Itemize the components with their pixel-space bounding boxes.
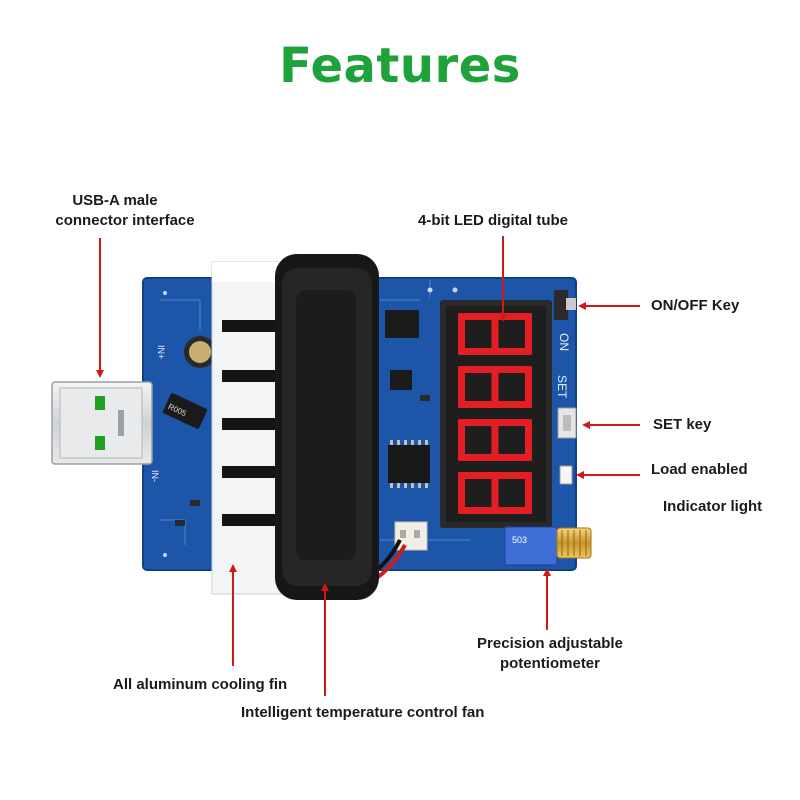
label-usb-line1: USB-A male	[72, 192, 158, 209]
usb-a-connector	[51, 381, 153, 465]
label-pot-line2: potentiometer	[499, 655, 600, 672]
set-button[interactable]	[557, 407, 577, 439]
led-digit-1-segment	[458, 313, 465, 334]
page-title: Features	[279, 38, 521, 94]
led-digital-tube	[430, 295, 558, 533]
led-digit-2-segment	[491, 366, 499, 408]
led-digit-3-segment	[525, 440, 532, 461]
label-led-tube: 4-bit LED digital tube	[418, 212, 568, 229]
label-pot-line1: Precision adjustable	[477, 635, 623, 652]
label-set-key: SET key	[653, 416, 712, 433]
label-cooling-fin: All aluminum cooling fin	[113, 676, 288, 693]
led-digit-1-segment	[491, 313, 499, 355]
callout-arrows	[96, 236, 640, 696]
led-digit-4-segment	[458, 472, 465, 493]
led-digit-4-segment	[525, 493, 532, 514]
led-digit-2-segment	[525, 387, 532, 408]
label-on-off-key: ON/OFF Key	[651, 297, 740, 314]
led-digit-3-segment	[458, 419, 465, 440]
label-indicator-light: Indicator light	[663, 498, 763, 515]
label-load-enabled: Load enabled	[651, 461, 748, 478]
set-silkscreen: SET	[555, 375, 569, 399]
led-digit-3-segment	[491, 419, 499, 461]
led-digit-1-segment	[525, 334, 532, 355]
load-indicator-led	[559, 465, 573, 485]
temperature-control-fan	[275, 254, 379, 600]
precision-potentiometer[interactable]: 503	[504, 526, 592, 566]
on-silkscreen: ON	[557, 333, 571, 351]
potentiometer-marking: 503	[512, 535, 527, 545]
led-digit-4-segment	[491, 472, 499, 514]
led-digit-2-segment	[458, 366, 465, 387]
label-fan: Intelligent temperature control fan	[241, 704, 485, 721]
on-off-switch[interactable]	[554, 290, 576, 320]
in-plus-silkscreen: IN+	[156, 345, 166, 359]
in-minus-silkscreen: IN-	[150, 470, 160, 482]
label-usb-line2: connector interface	[55, 212, 195, 229]
